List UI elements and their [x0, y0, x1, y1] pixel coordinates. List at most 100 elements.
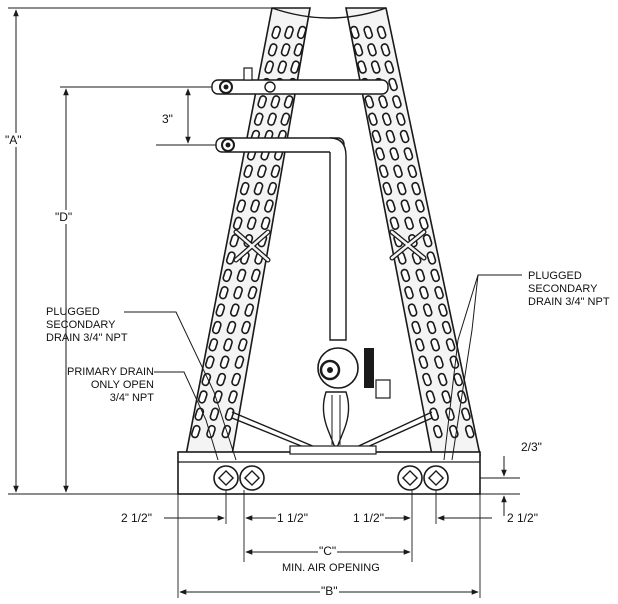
left-coil-tube-slot [208, 338, 219, 352]
right-coil-tube-slot [411, 181, 421, 196]
callout-plugged-left: PLUGGED SECONDARY DRAIN 3/4" NPT [46, 306, 128, 345]
left-coil-tube-slot [247, 286, 258, 300]
left-coil-tube-slot [243, 164, 254, 178]
right-coil-tube-slot [434, 286, 444, 300]
callout-primary-drain-line2: ONLY OPEN [90, 379, 154, 391]
left-coil-tube-slot [233, 286, 243, 300]
right-coil-tube-slot [384, 60, 395, 74]
left-coil-tube-slot [277, 60, 288, 74]
right-coil-tube-slot [385, 129, 396, 144]
left-coil-tube-slot [283, 95, 294, 109]
right-coil-tube-slot [349, 25, 360, 40]
right-coil-tube-slot [437, 372, 448, 387]
right-coil-tube-slot [430, 338, 441, 352]
drain-port-plug [401, 469, 419, 487]
right-coil-tube-slot [404, 216, 414, 230]
right-coil-tube-slot [363, 25, 374, 40]
right-coil-tube-slot [414, 338, 425, 352]
dim-a-line [8, 7, 272, 495]
distributor-valve [317, 347, 391, 452]
left-coil-tube-slot [190, 424, 201, 439]
left-coil-tube-slot [241, 320, 251, 335]
right-coil-tube-slot [382, 181, 393, 196]
callout-primary-drain-line1: PRIMARY DRAIN [66, 366, 154, 378]
callout-plugged-right-line3: DRAIN 3/4" NPT [528, 296, 610, 308]
left-coil-tube-slot [234, 355, 245, 369]
left-coil-tube-slot [250, 268, 261, 283]
dim-right-edge-label: 2 1/2" [506, 511, 539, 525]
left-coil-tube-slot [271, 25, 282, 40]
right-coil-tube-slot [389, 147, 400, 161]
min-air-opening-label: MIN. AIR OPENING [282, 562, 380, 574]
right-coil-tube-slot [422, 234, 433, 248]
left-coil-tube-slot [228, 390, 238, 404]
drain-port-plug [427, 469, 445, 487]
right-coil-tube-slot [429, 407, 440, 421]
left-coil-tube-slot [284, 25, 294, 40]
left-coil-tube-slot [215, 303, 226, 317]
left-coil-tube-slot [197, 390, 208, 404]
right-coil-tube-slot [422, 303, 433, 317]
left-coil-tube-slot [260, 216, 271, 230]
left-coil-tube-slot [218, 286, 229, 300]
leader-primary-drain [154, 371, 219, 461]
left-coil-tube-slot [264, 60, 275, 74]
left-coil-tube-slot [209, 407, 220, 421]
right-coil-tube-slot [453, 372, 464, 387]
right-coil-tube-slot [378, 95, 388, 109]
dim-3-label: 3" [161, 112, 174, 126]
left-coil-tube-slot [231, 372, 241, 387]
right-coil-tube-slot [445, 407, 455, 421]
left-coil-tube-slot [236, 199, 247, 213]
drain-port-plug [217, 469, 235, 487]
left-coil-tube-slot [290, 60, 300, 74]
right-coil-tube-slot [400, 199, 411, 213]
left-coil-tube-slot [244, 303, 255, 317]
upper-header [211, 67, 389, 95]
right-coil-tube-slot [393, 164, 403, 178]
left-coil-slab [185, 7, 311, 456]
dim-left-edge-label: 2 1/2" [120, 511, 153, 525]
left-coil-tube-slot [219, 355, 230, 369]
right-coil-tube-slot [403, 147, 414, 161]
left-coil-tube-slot [226, 320, 237, 335]
dim-d-line [60, 86, 212, 493]
right-coil-tube-slot [419, 286, 429, 300]
right-coil-tube-slot [430, 268, 441, 283]
right-coil-tube-slot [418, 216, 429, 230]
right-coil-tube-slot [441, 320, 452, 335]
right-coil-tube-slot [426, 251, 437, 265]
right-coil-tube-slot [426, 320, 437, 335]
left-coil-tube-slot [216, 372, 227, 387]
right-coil-tube-slot [449, 355, 460, 369]
dim-a-label: "A" [4, 133, 23, 147]
dim-b-label: "B" [320, 584, 339, 598]
left-coil-tube-slot [224, 407, 235, 421]
callout-plugged-left-line1: PLUGGED [46, 306, 100, 318]
left-coil-tube-slot [250, 199, 260, 213]
callout-plugged-left-line3: DRAIN 3/4" NPT [46, 332, 128, 344]
right-coil-tube-slot [418, 355, 429, 369]
dim-d-label: "D" [54, 210, 74, 224]
right-coil-tube-slot [438, 303, 448, 317]
right-coil-tube-slot [425, 390, 436, 404]
callout-primary-drain: PRIMARY DRAIN ONLY OPEN 3/4" NPT [56, 366, 154, 405]
dim-2-3-line [480, 456, 520, 516]
right-coil-tube-slot [353, 43, 364, 57]
bottom-extension-lines [177, 490, 481, 598]
right-coil-tube-slot [441, 390, 452, 404]
left-coil-tube-slot [267, 112, 277, 126]
right-coil-tube-slot [364, 95, 375, 109]
right-coil-tube-slot [407, 303, 418, 317]
left-coil-tube-slot [253, 181, 264, 196]
right-coil-tube-slot [376, 25, 387, 40]
right-coil-tube-slot [367, 43, 377, 57]
callout-plugged-right-line1: PLUGGED [528, 270, 582, 282]
right-coil-tube-slot [464, 424, 475, 439]
right-coil-tube-slot [368, 112, 378, 126]
right-coil-tube-slot [357, 60, 367, 74]
right-coil-tube-slot [395, 112, 406, 126]
right-coil-tube-slot [371, 129, 382, 144]
dim-3-line [156, 88, 216, 146]
